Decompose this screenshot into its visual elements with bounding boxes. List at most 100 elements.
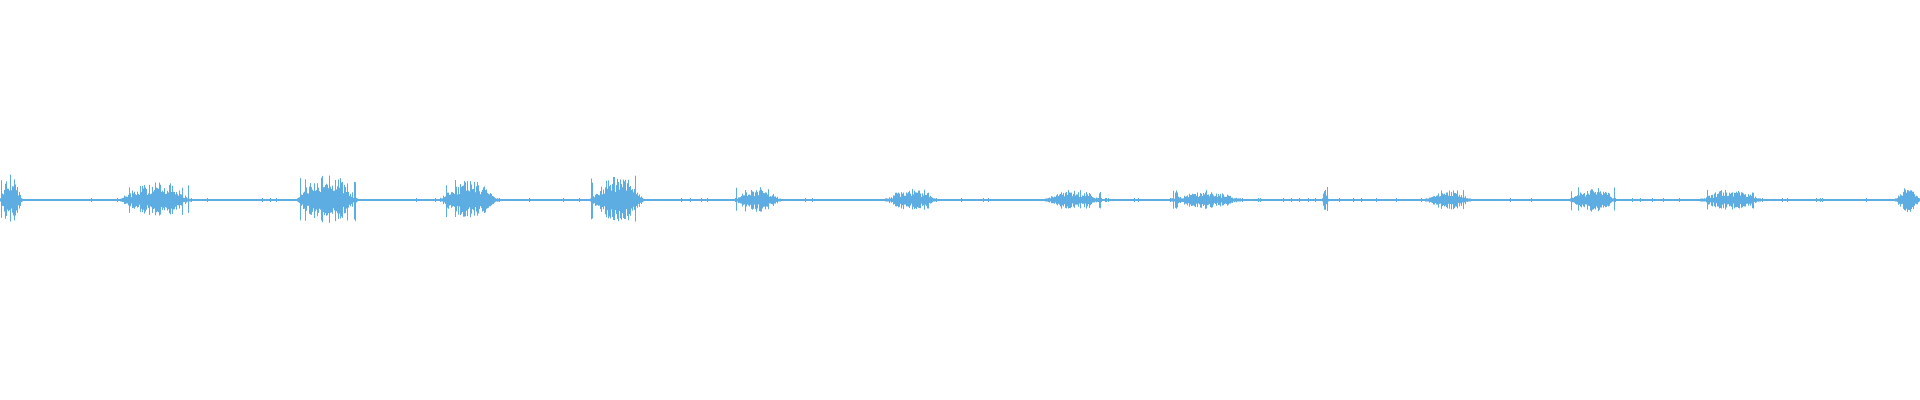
waveform-sample-bar [0,198,1,202]
waveform-sample-bar [182,187,183,215]
waveform-sample-bar [1895,198,1896,202]
waveform-noise-tick [1679,198,1680,202]
waveform-noise-tick [1463,198,1464,202]
waveform-sample-bar [126,196,127,204]
waveform-noise-tick [1325,198,1326,202]
waveform-sample-bar [1231,197,1232,203]
waveform-sample-bar [1070,192,1071,209]
waveform-noise-tick [315,198,316,202]
waveform-sample-bar [1198,197,1199,204]
waveform-noise-tick [736,198,737,202]
waveform-sample-bar [335,179,336,222]
waveform-sample-bar [1760,198,1761,202]
waveform-sample-bar [303,192,304,209]
waveform-sample-bar [327,184,328,216]
waveform-sample-bar [1182,198,1183,203]
waveform-sample-bar [1743,193,1744,207]
waveform-sample-bar [918,190,919,208]
waveform-sample-bar [931,196,932,204]
waveform-sample-bar [1910,190,1911,212]
waveform-sample-bar [1588,193,1589,206]
waveform-sample-bar [300,178,301,221]
waveform-sample-bar [627,183,628,216]
waveform-sample-bar [921,196,922,204]
waveform-sample-bar [16,190,17,211]
waveform-sample-bar [920,193,921,209]
waveform-sample-bar [157,188,158,212]
waveform-sample-bar [444,197,445,203]
waveform-sample-bar [1201,193,1202,208]
waveform-noise-tick [1376,198,1377,202]
waveform-sample-bar [1757,198,1758,202]
waveform-sample-bar [132,190,133,209]
waveform-sample-bar [1584,193,1585,208]
waveform-sample-bar [629,186,630,215]
waveform-sample-bar [473,188,474,211]
waveform-sample-bar [1191,194,1192,206]
waveform-noise-tick [769,198,770,202]
waveform-sample-bar [158,188,159,213]
waveform-sample-bar [1181,198,1182,202]
waveform-bursts [0,174,1920,223]
waveform-sample-bar [6,181,7,217]
waveform-sample-bar [928,192,929,209]
waveform-sample-bar [886,198,887,202]
waveform-sample-bar [1081,196,1082,204]
waveform-sample-bar [493,196,494,205]
waveform-sample-bar [1222,193,1223,206]
waveform-sample-bar [134,191,135,209]
waveform-sample-bar [318,187,319,213]
waveform-sample-bar [1204,194,1205,205]
waveform-sample-bar [1597,192,1598,208]
waveform-sample-bar [626,190,627,210]
waveform-sample-bar [1448,195,1449,204]
waveform-sample-bar [1718,193,1719,207]
waveform-sample-bar [1741,192,1742,208]
waveform-sample-bar [642,197,643,203]
waveform-sample-bar [1073,193,1074,207]
waveform-sample-bar [1727,196,1728,205]
waveform-sample-bar [763,192,764,207]
waveform-sample-bar [1184,195,1185,205]
waveform-sample-bar [1047,198,1048,202]
waveform-sample-bar [485,190,486,213]
waveform-sample-bar [1740,195,1741,204]
waveform-sample-bar [1572,197,1573,203]
waveform-noise-tick [1134,198,1135,202]
waveform-sample-bar [1054,196,1055,204]
waveform-sample-bar [1918,197,1919,203]
waveform-sample-bar [1458,196,1459,203]
waveform-sample-bar [1901,195,1902,205]
waveform-sample-bar [340,178,341,219]
waveform-sample-bar [484,186,485,213]
waveform-sample-bar [1091,195,1092,205]
waveform-sample-bar [1437,195,1438,205]
waveform-sample-bar [1713,197,1714,203]
waveform-sample-bar [472,189,473,210]
waveform-sample-bar [1178,196,1179,204]
waveform-sample-bar [353,197,354,203]
waveform-noise-tick [1820,198,1821,202]
waveform-sample-bar [1100,191,1101,209]
waveform-sample-bar [357,198,358,202]
waveform-sample-bar [1598,188,1599,212]
waveform-sample-bar [620,179,621,219]
waveform-sample-bar [1173,190,1174,209]
waveform-sample-bar [638,195,639,204]
waveform-sample-bar [752,191,753,210]
waveform-sample-bar [348,191,349,208]
waveform-sample-bar [1913,191,1914,209]
waveform-sample-bar [1613,198,1614,202]
waveform-sample-bar [21,198,22,203]
waveform-noise-tick [529,198,530,202]
waveform-sample-bar [1712,194,1713,207]
waveform-noise-tick [1308,198,1309,202]
waveform-noise-tick [1433,198,1434,202]
waveform-sample-bar [1736,191,1737,208]
waveform-noise-tick [1299,198,1300,202]
waveform-sample-bar [597,193,598,206]
waveform-sample-bar [1605,192,1606,208]
waveform-sample-bar [310,183,311,215]
waveform-noise-tick [1632,198,1633,202]
